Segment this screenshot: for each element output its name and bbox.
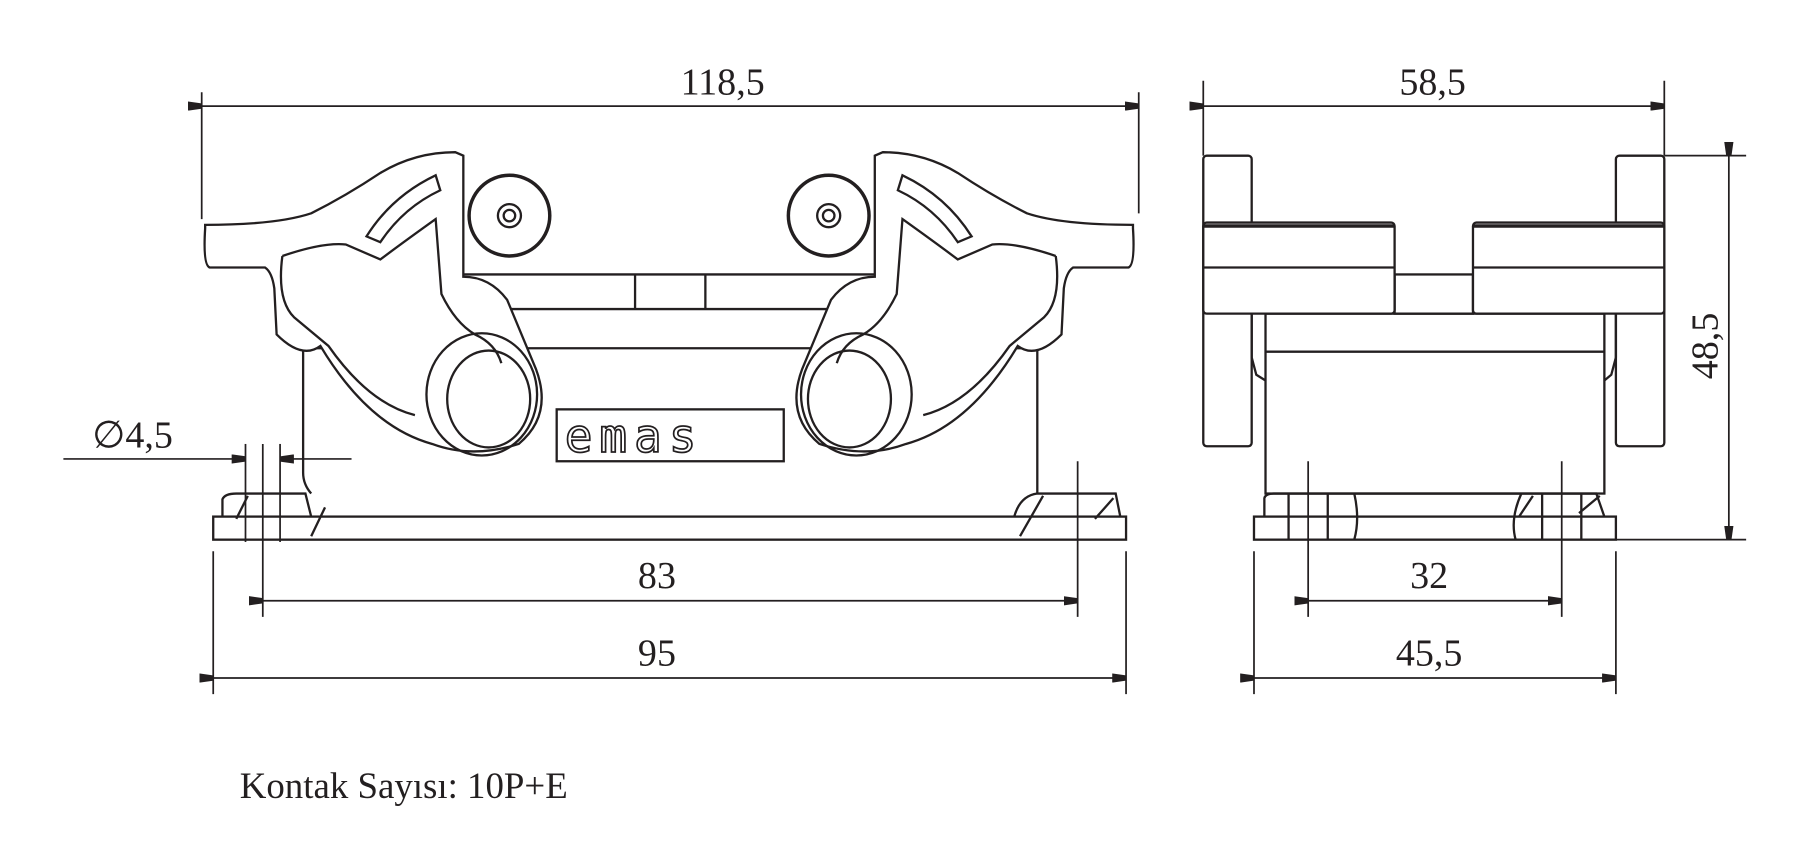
contact-count-note: Kontak Sayısı: 10P+E	[240, 765, 568, 806]
dim-side-overall-width: 58,5	[1399, 62, 1466, 104]
side-view: 58,5 48,5 32 45,5	[1203, 62, 1747, 695]
locking-lever-right	[786, 151, 1135, 457]
dim-side-base-width: 45,5	[1396, 632, 1463, 674]
front-view: emas 118,5 ∅4,5 83 95	[63, 62, 1140, 695]
locking-lever-left	[203, 151, 552, 457]
base-plate	[212, 515, 1128, 541]
emas-logo: emas	[555, 408, 785, 464]
dim-front-base-width: 95	[638, 632, 676, 674]
roller	[786, 173, 871, 258]
dim-side-hole-spacing: 32	[1410, 555, 1448, 597]
dim-front-overall-width: 118,5	[681, 62, 765, 104]
svg-text:emas: emas	[565, 409, 704, 463]
dim-hole-diameter: ∅4,5	[92, 414, 173, 456]
dim-front-hole-spacing: 83	[638, 555, 676, 597]
dim-side-height: 48,5	[1684, 313, 1726, 380]
roller	[467, 173, 552, 258]
